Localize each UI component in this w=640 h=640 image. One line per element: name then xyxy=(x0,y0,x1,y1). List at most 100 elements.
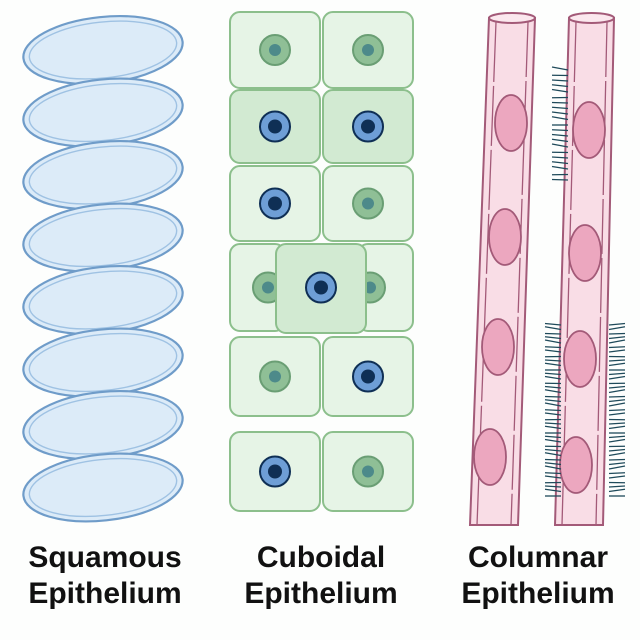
cilium xyxy=(544,336,562,340)
cilium xyxy=(608,372,626,376)
cilium xyxy=(551,161,569,165)
cilium xyxy=(544,385,562,389)
nucleolus xyxy=(362,197,374,210)
cilium xyxy=(608,458,626,461)
cilium xyxy=(551,143,569,148)
cilium xyxy=(544,372,562,376)
cilium xyxy=(608,402,626,407)
squamous-cell-inner-outline xyxy=(28,395,178,455)
cilium xyxy=(608,475,626,479)
squamous-label-line1: Squamous xyxy=(28,541,182,574)
cilium xyxy=(608,389,626,394)
cilium xyxy=(551,165,569,170)
nucleolus xyxy=(362,44,374,56)
squamous-cell xyxy=(22,202,184,273)
cilium xyxy=(608,332,626,335)
columnar-nucleus xyxy=(572,101,606,159)
cilium xyxy=(544,462,562,466)
columnar-label-line2: Epithelium xyxy=(461,577,615,610)
cilium xyxy=(544,452,562,457)
cilium xyxy=(608,322,626,326)
cilium xyxy=(608,385,626,389)
cilium xyxy=(544,346,562,349)
cilium xyxy=(544,485,562,488)
squamous-cell-inner-outline xyxy=(28,457,178,518)
columnar-nucleus xyxy=(568,224,602,282)
cilium xyxy=(551,129,569,132)
cilium xyxy=(544,448,562,452)
squamous-cell-inner-outline xyxy=(28,145,178,205)
cilium xyxy=(608,349,626,353)
cilium xyxy=(608,346,626,349)
columnar-label-line1: Columnar xyxy=(467,541,608,574)
cilium xyxy=(544,409,562,412)
squamous-cell xyxy=(22,15,184,85)
cilium xyxy=(544,359,562,362)
cilium xyxy=(608,425,626,430)
cilium xyxy=(544,402,562,407)
cilium xyxy=(551,66,569,71)
squamous-cell-inner-outline xyxy=(28,332,178,393)
cilium xyxy=(608,339,626,344)
nucleolus xyxy=(362,465,374,478)
nucleolus xyxy=(361,369,375,384)
cilium xyxy=(544,465,562,470)
columnar-nucleus xyxy=(563,330,597,388)
squamous-cell xyxy=(22,452,184,523)
cilium xyxy=(551,106,569,110)
nucleolus xyxy=(268,119,282,134)
squamous-cell-inner-outline xyxy=(28,270,178,330)
nucleolus xyxy=(269,370,281,383)
columnar-nucleus xyxy=(481,318,515,376)
columnar-inner-wall xyxy=(595,21,608,526)
cilium xyxy=(544,389,562,394)
columnar-cell-top xyxy=(568,12,615,24)
columnar-inner-wall xyxy=(561,21,577,526)
cilium xyxy=(608,462,626,466)
columnar-cell xyxy=(468,12,537,526)
columnar-nucleus xyxy=(494,94,528,152)
cilium xyxy=(551,79,569,82)
cilium xyxy=(608,336,626,340)
nucleolus xyxy=(262,281,274,294)
cilium xyxy=(544,422,562,425)
squamous-cell-outline xyxy=(22,452,184,523)
nucleolus xyxy=(314,280,328,295)
cilium xyxy=(608,359,626,362)
cilium xyxy=(608,438,626,443)
cilium xyxy=(544,339,562,344)
cuboidal-label: Cuboidal Epithelium xyxy=(216,540,426,612)
cilium xyxy=(551,116,569,121)
squamous-epithelium-drawing xyxy=(22,15,184,523)
cilium xyxy=(544,349,562,353)
cilium xyxy=(544,332,562,335)
cilium xyxy=(544,488,562,493)
cilium xyxy=(608,452,626,457)
nucleolus xyxy=(269,44,281,56)
cilium xyxy=(608,412,626,416)
cilium xyxy=(608,395,626,398)
columnar-cell-top xyxy=(488,12,536,24)
columnar-nucleus xyxy=(559,436,593,494)
cilium xyxy=(551,138,569,143)
squamous-label-line2: Epithelium xyxy=(28,577,182,610)
cilium xyxy=(608,409,626,412)
squamous-cell-inner-outline xyxy=(28,82,178,143)
cuboidal-epithelium-drawing xyxy=(229,11,414,512)
columnar-nucleus xyxy=(488,208,522,266)
cilium xyxy=(608,399,626,403)
cilium xyxy=(544,472,562,475)
columnar-epithelium-drawing xyxy=(468,12,626,526)
cilium xyxy=(544,362,562,367)
squamous-cell-inner-outline xyxy=(28,20,178,80)
cilium xyxy=(608,375,626,380)
columnar-nucleus xyxy=(473,428,507,486)
cuboidal-label-line2: Epithelium xyxy=(244,577,398,610)
columnar-label: Columnar Epithelium xyxy=(433,540,640,612)
cilium xyxy=(608,485,626,488)
columnar-cell xyxy=(553,12,616,526)
nucleolus xyxy=(268,196,282,211)
cilium xyxy=(608,326,626,331)
cilium xyxy=(544,322,562,326)
